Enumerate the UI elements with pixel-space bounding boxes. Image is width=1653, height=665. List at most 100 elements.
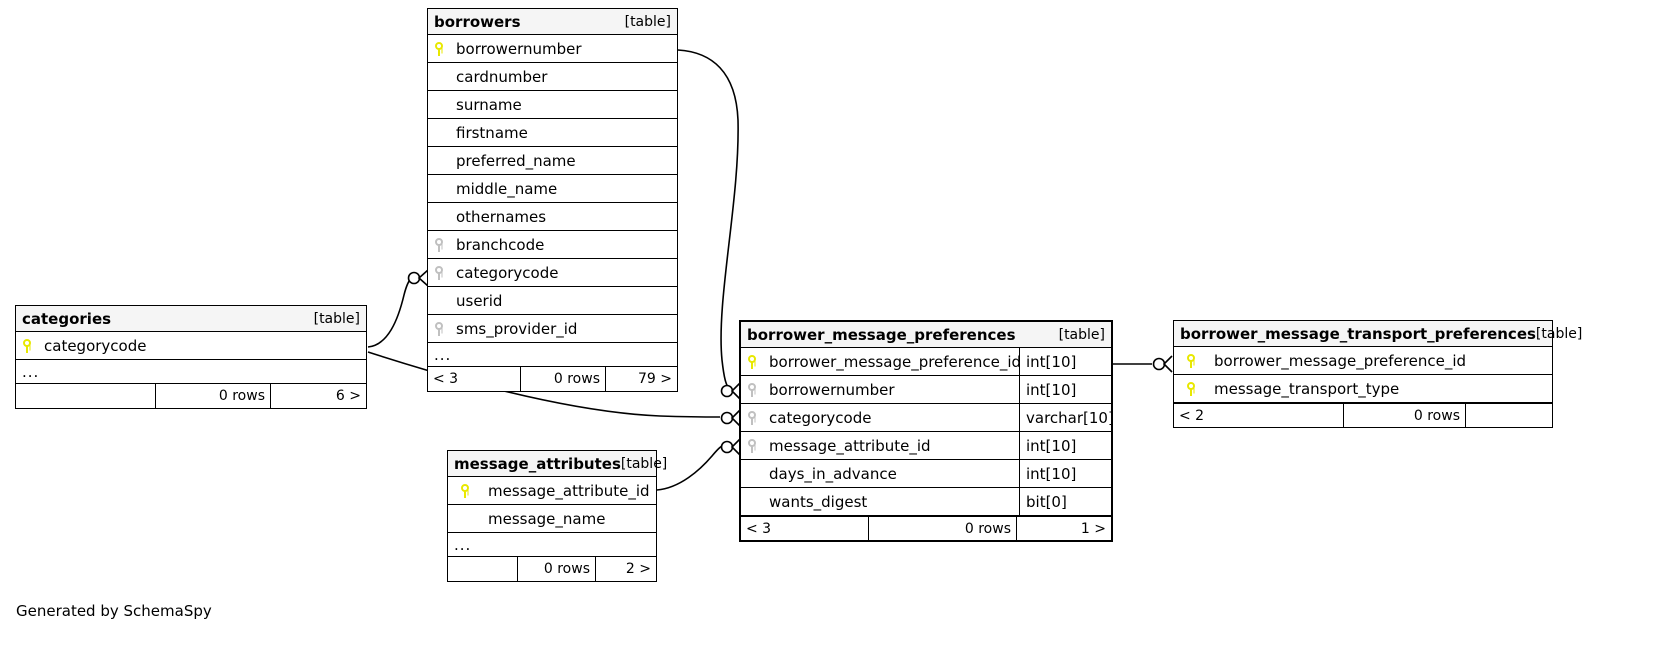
footer-next-count[interactable]: 79 > [638,371,672,387]
column-name: cardnumber [456,67,548,86]
table-row[interactable]: middle_name [428,175,677,203]
table-row[interactable]: message_transport_type [1174,375,1552,403]
primary-key-icon [1174,375,1208,402]
table-categories-title: categories [table] [16,306,366,332]
table-row[interactable]: categorycode [16,332,366,360]
table-row[interactable]: borrower_message_preference_id int[10] [741,348,1111,376]
footer-prev-count[interactable]: < 3 [428,367,521,391]
column-name: middle_name [456,179,558,198]
footer-next-count[interactable]: 6 > [335,388,361,404]
table-footer: < 3 0 rows 1 > [741,516,1111,540]
primary-key-icon [16,332,38,359]
more-columns-indicator: ... [428,343,677,367]
footer-next-count[interactable]: 1 > [1080,520,1106,537]
table-row[interactable]: categorycode varchar[10] [741,404,1114,432]
column-name: surname [456,95,522,114]
table-row[interactable]: cardnumber [428,63,677,91]
column-name: categorycode [456,263,559,282]
table-categories[interactable]: categories [table] categorycode ... 0 ro… [15,305,367,409]
column-name: borrowernumber [769,380,895,399]
table-footer: < 3 0 rows 79 > [428,367,677,391]
table-type-tag: [table] [620,455,668,472]
primary-key-icon [448,477,482,504]
no-key-icon [428,287,450,314]
more-columns-indicator: ... [16,360,366,384]
foreign-key-icon [428,231,450,258]
column-type: int[10] [1019,460,1111,487]
table-borrowers-title: borrowers [table] [428,9,677,35]
table-name: borrower_message_preferences [747,325,1016,344]
footer-prev-count[interactable]: < 3 [741,517,869,540]
column-type: int[10] [1019,376,1111,403]
table-message-attributes[interactable]: message_attributes [table] message_attri… [447,450,667,582]
footer-row-count: 0 rows [869,517,1017,540]
table-footer: 0 rows 6 > [16,384,366,408]
column-name: firstname [456,123,528,142]
column-type: varchar[10] [1019,404,1114,431]
table-row[interactable]: message_attribute_id [448,477,656,505]
table-type-tag: [table] [1058,326,1105,343]
table-row[interactable]: borrowernumber int[10] [741,376,1111,404]
column-name: borrowernumber [456,39,582,58]
table-footer: 0 rows 2 > [448,557,656,581]
no-key-icon [448,505,482,532]
table-name: message_attributes [454,454,621,473]
column-name: borrower_message_preference_id [1214,351,1467,370]
no-key-icon [428,91,450,118]
table-row[interactable]: borrowernumber [428,35,677,63]
generated-by-credit: Generated by SchemaSpy [16,602,212,620]
table-name: categories [22,309,112,328]
no-key-icon [428,63,450,90]
footer-prev-count[interactable] [16,384,156,408]
footer-prev-count[interactable]: < 2 [1174,404,1344,427]
footer-next-count[interactable]: 2 > [625,561,651,577]
foreign-key-icon [741,404,763,431]
no-key-icon [741,460,763,487]
column-type: int[10] [1019,432,1111,459]
table-name: borrower_message_transport_preferences [1180,324,1536,343]
table-message-attributes-title: message_attributes [table] [448,451,667,477]
table-row[interactable]: wants_digest bit[0] [741,488,1111,516]
table-row[interactable]: userid [428,287,677,315]
column-name: borrower_message_preference_id [769,352,1019,371]
table-type-tag: [table] [1535,325,1583,342]
table-borrowers[interactable]: borrowers [table] borrowernumber cardnum… [427,8,678,392]
table-row[interactable]: branchcode [428,231,677,259]
no-key-icon [428,147,450,174]
footer-prev-count[interactable] [448,557,518,581]
table-row[interactable]: borrower_message_preference_id [1174,347,1552,375]
column-name: categorycode [769,408,872,427]
primary-key-icon [741,348,763,375]
table-borrower-message-preferences-title: borrower_message_preferences [table] [741,322,1111,348]
table-row[interactable]: preferred_name [428,147,677,175]
footer-row-count: 0 rows [156,384,271,408]
table-name: borrowers [434,12,521,31]
column-name: message_attribute_id [488,481,650,500]
table-row[interactable]: surname [428,91,677,119]
foreign-key-icon [428,259,450,286]
table-row[interactable]: days_in_advance int[10] [741,460,1111,488]
table-type-tag: [table] [624,13,671,30]
table-row[interactable]: othernames [428,203,677,231]
column-name: message_attribute_id [769,436,931,455]
table-borrower-message-preferences[interactable]: borrower_message_preferences [table] bor… [739,320,1114,542]
column-name: message_transport_type [1214,379,1400,398]
foreign-key-icon [428,315,450,342]
table-row[interactable]: categorycode [428,259,677,287]
foreign-key-icon [741,376,763,403]
footer-row-count: 0 rows [518,557,596,581]
primary-key-icon [428,35,450,62]
column-name: wants_digest [769,492,868,511]
table-row[interactable]: message_name [448,505,656,533]
table-row[interactable]: message_attribute_id int[10] [741,432,1111,460]
primary-key-icon [1174,347,1208,374]
column-type: bit[0] [1019,488,1111,515]
no-key-icon [741,488,763,515]
table-row[interactable]: sms_provider_id [428,315,677,343]
column-type: int[10] [1019,348,1111,375]
footer-row-count: 0 rows [1344,404,1466,427]
table-borrower-message-transport-preferences[interactable]: borrower_message_transport_preferences [… [1173,320,1582,428]
table-borrower-message-transport-preferences-title: borrower_message_transport_preferences [… [1174,321,1582,347]
footer-next-count[interactable] [1466,404,1552,427]
table-row[interactable]: firstname [428,119,677,147]
